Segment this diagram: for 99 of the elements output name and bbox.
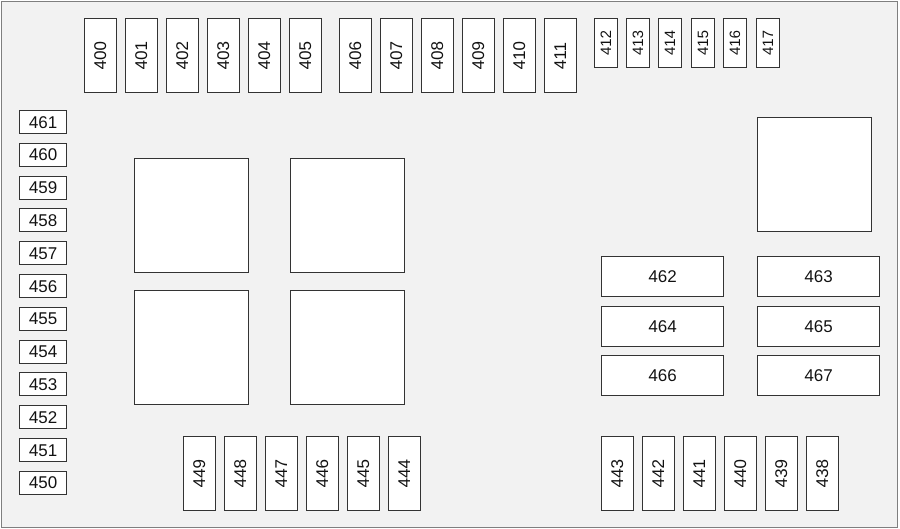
fuse-number: 401 — [133, 41, 150, 70]
fuse-number: 448 — [232, 459, 249, 488]
fuse — [306, 436, 339, 511]
fuse — [626, 18, 650, 68]
fuse — [248, 18, 281, 93]
fuse-number: 454 — [28, 343, 58, 360]
fuse-number: 450 — [28, 474, 58, 492]
relay — [290, 290, 405, 405]
fuse-number: 453 — [28, 376, 58, 393]
fuse-number: 413 — [630, 30, 646, 56]
relay — [757, 117, 872, 232]
fuse-number: 410 — [511, 41, 528, 70]
fuse-number: 443 — [609, 459, 626, 488]
fuse-number: 456 — [28, 278, 58, 294]
fuse — [339, 18, 372, 93]
fuse-number: 411 — [552, 42, 569, 70]
fuse-number: 439 — [773, 459, 790, 488]
fuse-number: 444 — [396, 459, 413, 488]
fuse-number: 457 — [28, 244, 58, 262]
fuse-number: 409 — [470, 41, 487, 70]
fuse — [19, 110, 67, 134]
fuse-number: 405 — [297, 41, 314, 70]
fuse — [347, 436, 380, 511]
fuse — [125, 18, 158, 93]
fuse — [503, 18, 536, 93]
fuse-number: 441 — [691, 459, 708, 488]
fuse — [19, 142, 67, 167]
fuse — [806, 436, 839, 511]
fuse-number: 459 — [28, 179, 58, 196]
fuse-number: 438 — [814, 459, 831, 488]
fuse-number: 412 — [598, 30, 614, 56]
fuse-number: 458 — [28, 212, 58, 229]
relay — [134, 290, 249, 405]
fuse-number: 466 — [648, 367, 677, 384]
fuse — [183, 436, 216, 511]
fuse — [658, 18, 682, 68]
fuse-number: 406 — [347, 41, 364, 70]
fuse-number: 445 — [355, 459, 372, 488]
fuse — [723, 18, 747, 68]
fuse-number: 449 — [191, 459, 208, 488]
fuse-number: 416 — [728, 30, 742, 56]
fuse-number: 415 — [696, 30, 710, 56]
fuse — [224, 436, 257, 511]
fuse — [724, 436, 757, 511]
fuse — [691, 18, 715, 68]
fuse — [19, 274, 67, 298]
fuse-number: 462 — [648, 268, 677, 285]
fuse — [757, 256, 880, 297]
fuse-number: 400 — [92, 41, 109, 70]
fuse-number: 442 — [650, 459, 667, 488]
fuse — [289, 18, 322, 93]
fuse-number: 461 — [28, 114, 58, 130]
fuse-number: 451 — [28, 442, 58, 458]
fuse-number: 402 — [174, 41, 191, 70]
fuse-number: 447 — [273, 459, 290, 488]
fuse — [19, 372, 67, 396]
fuse-number: 467 — [804, 367, 833, 384]
fuse-number: 465 — [804, 318, 833, 335]
fuse — [19, 438, 67, 462]
fuse-number: 463 — [804, 268, 833, 285]
fuse — [265, 436, 298, 511]
relay — [290, 158, 405, 273]
fuse — [421, 18, 454, 93]
fuse — [84, 18, 117, 93]
fuse — [19, 208, 67, 232]
fuse-number: 417 — [760, 30, 776, 56]
fuse — [19, 176, 67, 200]
fuse — [757, 306, 880, 347]
fuse-number: 455 — [28, 310, 58, 328]
fuse — [19, 405, 67, 430]
fuse — [601, 355, 724, 396]
fuse — [601, 306, 724, 347]
fuse — [544, 18, 577, 93]
fuse — [683, 436, 716, 511]
fuse — [19, 306, 67, 331]
fuse — [757, 355, 880, 396]
fuse-number: 404 — [256, 41, 273, 70]
fuse — [594, 18, 618, 68]
fuse — [19, 470, 67, 495]
fuse-number: 464 — [648, 318, 677, 335]
fuse-number: 446 — [314, 459, 331, 488]
fuse-number: 414 — [662, 30, 678, 56]
fuse-number: 408 — [429, 41, 446, 70]
fuse-number: 440 — [732, 459, 749, 488]
fuse — [207, 18, 240, 93]
fuse — [601, 436, 634, 511]
fuse-number: 452 — [28, 408, 58, 426]
relay — [134, 158, 249, 273]
fuse — [19, 241, 67, 266]
fuse — [765, 436, 798, 511]
fuse-number: 403 — [215, 41, 232, 70]
fuse — [756, 18, 780, 68]
fuse — [19, 340, 67, 364]
fuse — [601, 256, 724, 297]
fuse-number: 460 — [28, 146, 58, 164]
fuse — [388, 436, 421, 511]
fuse — [380, 18, 413, 93]
fuse — [642, 436, 675, 511]
fuse — [166, 18, 199, 93]
